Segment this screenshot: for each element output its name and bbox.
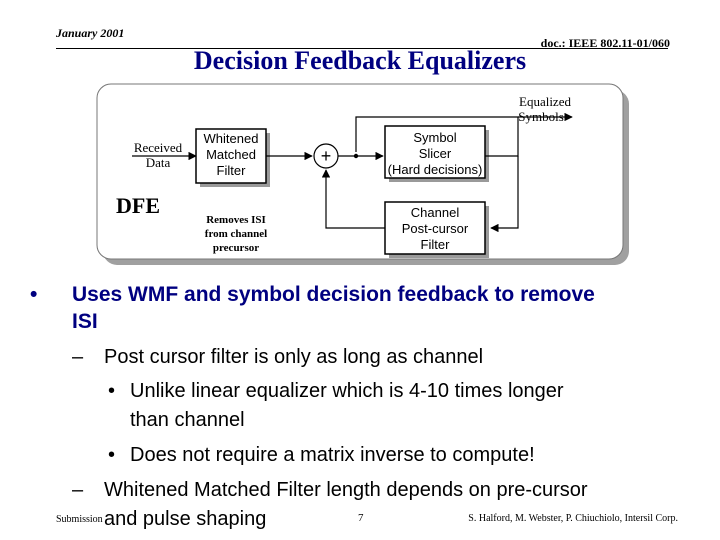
wmf-note-line1: Removes ISI	[206, 214, 266, 226]
header-rule	[56, 48, 668, 49]
bullet-main: • Uses WMF and symbol decision feedback …	[30, 282, 595, 308]
input-label-line1: Received	[134, 140, 183, 155]
header-date: January 2001	[56, 26, 125, 40]
bullet-subsub1-cont: than channel	[130, 407, 245, 433]
bullet-sub2-line1: Whitened Matched Filter length depends o…	[104, 479, 588, 501]
bullet-main-line2: ISI	[72, 310, 98, 333]
slide-title: Decision Feedback Equalizers	[0, 46, 720, 76]
bullet-sub1-marker: –	[72, 346, 84, 368]
output-label-line2: Symbols	[518, 109, 564, 124]
footer-authors: S. Halford, M. Webster, P. Chiuchiolo, I…	[468, 513, 678, 524]
output-label-line1: Equalized	[519, 94, 571, 109]
bullet-sub2-cont: and pulse shaping	[104, 506, 266, 532]
slicer-label-line1: Symbol	[413, 130, 456, 145]
bullet-subsub2: • Does not require a matrix inverse to c…	[108, 442, 535, 468]
postcursor-label-line2: Post-cursor	[402, 221, 469, 236]
postcursor-label-line3: Filter	[421, 237, 451, 252]
bullet-subsub1: • Unlike linear equalizer which is 4-10 …	[108, 378, 564, 404]
footer-submission: Submission	[56, 514, 103, 525]
footer-page-number: 7	[358, 512, 364, 524]
dfe-block-diagram: Received Data DFE Whitened Matched Filte…	[96, 83, 629, 265]
bullet-sub2-marker: –	[72, 479, 84, 501]
bullet-list: • Uses WMF and symbol decision feedback …	[0, 278, 720, 540]
wmf-label-line3: Filter	[217, 163, 247, 178]
bullet-subsub1-marker: •	[108, 380, 116, 402]
bullet-subsub2-text: Does not require a matrix inverse to com…	[130, 444, 535, 466]
bullet-sub2: – Whitened Matched Filter length depends…	[72, 477, 588, 503]
bullet-main-marker: •	[30, 283, 38, 306]
input-label-line2: Data	[146, 155, 171, 170]
summer-symbol: +	[321, 146, 332, 166]
feedback-to-postcursor-arrow	[490, 156, 519, 233]
bullet-sub2-line2: and pulse shaping	[104, 508, 267, 530]
header-doc-id: doc.: IEEE 802.11-01/060	[540, 36, 670, 50]
slicer-label-line2: Slicer	[419, 146, 452, 161]
wmf-note-line2: from channel	[205, 228, 267, 240]
slicer-input-dot	[353, 153, 359, 159]
wmf-label-line2: Matched	[206, 147, 256, 162]
postcursor-label-line1: Channel	[411, 205, 460, 220]
bullet-main-cont: ISI	[72, 309, 98, 335]
postcursor-to-summer-arrow	[321, 169, 385, 229]
dfe-label: DFE	[116, 193, 160, 218]
bullet-subsub2-marker: •	[108, 444, 116, 466]
bullet-sub1-text: Post cursor filter is only as long as ch…	[104, 346, 484, 368]
wmf-block	[195, 128, 267, 184]
slide-title-text: Decision Feedback Equalizers	[193, 46, 527, 75]
wmf-label-line1: Whitened	[204, 131, 259, 146]
diagram-frame	[96, 83, 624, 260]
slicer-block	[384, 125, 486, 179]
slicer-label-line3: (Hard decisions)	[388, 162, 483, 177]
bullet-subsub1-line2: than channel	[130, 409, 245, 431]
wmf-note-line3: precursor	[213, 242, 259, 254]
bullet-sub1: – Post cursor filter is only as long as …	[72, 344, 484, 370]
bullet-subsub1-line1: Unlike linear equalizer which is 4-10 ti…	[130, 380, 564, 402]
bullet-main-line1: Uses WMF and symbol decision feedback to…	[72, 283, 595, 306]
